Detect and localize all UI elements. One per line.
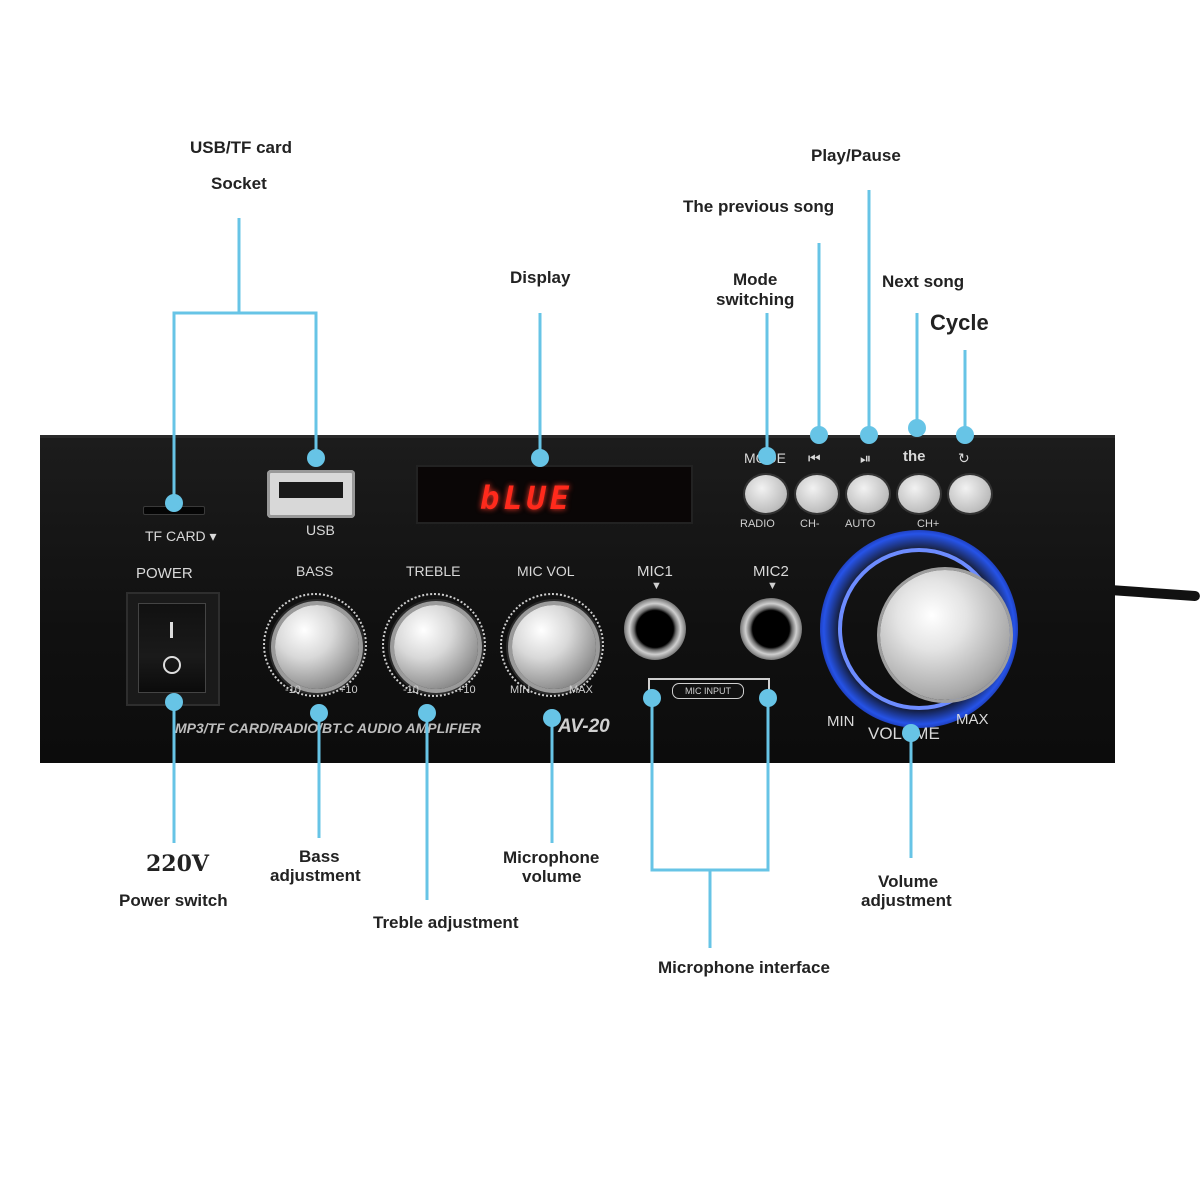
mic-vol-min-label: MIN bbox=[510, 684, 531, 696]
cycle-icon: ↻ bbox=[958, 450, 970, 466]
cycle-button[interactable] bbox=[949, 475, 991, 513]
tf-card-label: TF CARD ▾ bbox=[145, 528, 217, 544]
mic2-arrow-icon: ▼ bbox=[767, 580, 778, 592]
button-sublabel-radio: RADIO bbox=[740, 518, 775, 530]
volume-min-label: MIN bbox=[827, 713, 855, 730]
mic-volume-knob[interactable] bbox=[500, 593, 604, 697]
callout-mode-2: switching bbox=[716, 290, 795, 309]
bass-label: BASS bbox=[296, 563, 334, 579]
volume-label: VOLUME bbox=[868, 724, 940, 743]
tf-card-slot[interactable] bbox=[143, 506, 205, 515]
callout-mode-1: Mode bbox=[733, 270, 778, 289]
callout-mic-vol-1: Microphone bbox=[503, 848, 600, 867]
mic1-arrow-icon: ▼ bbox=[651, 580, 662, 592]
callout-display: Display bbox=[510, 268, 571, 287]
callout-previous-song: The previous song bbox=[683, 197, 835, 216]
treble-min-label: -10 bbox=[403, 684, 419, 696]
callout-mic-interface: Microphone interface bbox=[658, 958, 830, 977]
bass-max-label: +10 bbox=[339, 684, 358, 696]
callout-play-pause: Play/Pause bbox=[811, 146, 901, 165]
treble-label: TREBLE bbox=[406, 563, 461, 579]
display-readout: bLUE bbox=[480, 479, 574, 517]
button-sublabel-ch-minus: CH- bbox=[800, 518, 820, 530]
power-on-mark-icon bbox=[170, 622, 173, 638]
prev-icon: ⏮ bbox=[808, 450, 821, 466]
power-cable bbox=[1104, 584, 1200, 602]
treble-knob[interactable] bbox=[382, 593, 486, 697]
button-label-next: the bbox=[903, 448, 926, 465]
callout-volume-1: Volume bbox=[878, 872, 939, 891]
play-pause-icon: ⏯ bbox=[860, 450, 872, 466]
mic2-jack[interactable] bbox=[740, 598, 802, 660]
button-label-mode: MODE bbox=[744, 450, 786, 466]
bass-knob[interactable] bbox=[263, 593, 367, 697]
callout-bass-2: adjustment bbox=[270, 866, 361, 885]
callout-bass-1: Bass bbox=[299, 847, 340, 866]
callout-power-switch: Power switch bbox=[119, 891, 228, 910]
bass-min-label: -10 bbox=[285, 684, 301, 696]
power-label: POWER bbox=[136, 565, 193, 582]
mode-button[interactable] bbox=[745, 475, 787, 513]
previous-song-button[interactable] bbox=[796, 475, 838, 513]
treble-max-label: +10 bbox=[457, 684, 476, 696]
usb-port[interactable] bbox=[267, 470, 355, 518]
button-sublabel-ch-plus: CH+ bbox=[917, 518, 940, 530]
callout-usb-tf-card: USB/TF card bbox=[190, 138, 293, 157]
callout-mic-vol-2: volume bbox=[522, 867, 582, 886]
play-pause-button[interactable] bbox=[847, 475, 889, 513]
volume-max-label: MAX bbox=[956, 711, 989, 728]
power-off-mark-icon bbox=[163, 656, 181, 674]
button-sublabel-auto: AUTO bbox=[845, 518, 876, 530]
callout-treble: Treble adjustment bbox=[373, 913, 519, 932]
model-name: AV-20 bbox=[558, 716, 610, 737]
led-display: bLUE bbox=[416, 465, 693, 524]
mic-vol-max-label: MAX bbox=[569, 684, 593, 696]
product-line-text: MP3/TF CARD/RADIO/BT.C AUDIO AMPLIFIER bbox=[175, 720, 481, 736]
mic-input-tag: MIC INPUT bbox=[672, 683, 744, 699]
callout-next-song: Next song bbox=[882, 272, 965, 291]
callout-socket: Socket bbox=[211, 174, 267, 193]
mic2-label: MIC2 bbox=[753, 563, 789, 580]
power-switch[interactable] bbox=[138, 603, 206, 693]
next-song-button[interactable] bbox=[898, 475, 940, 513]
mic-vol-label: MIC VOL bbox=[517, 563, 575, 579]
mic1-label: MIC1 bbox=[637, 563, 673, 580]
callout-cycle: Cycle bbox=[930, 310, 989, 335]
usb-label: USB bbox=[306, 522, 335, 538]
mic1-jack[interactable] bbox=[624, 598, 686, 660]
volume-knob[interactable] bbox=[880, 570, 1010, 700]
callout-220v: 220V bbox=[146, 851, 209, 877]
mic-input-bracket bbox=[648, 678, 770, 690]
callout-volume-2: adjustment bbox=[861, 891, 952, 910]
